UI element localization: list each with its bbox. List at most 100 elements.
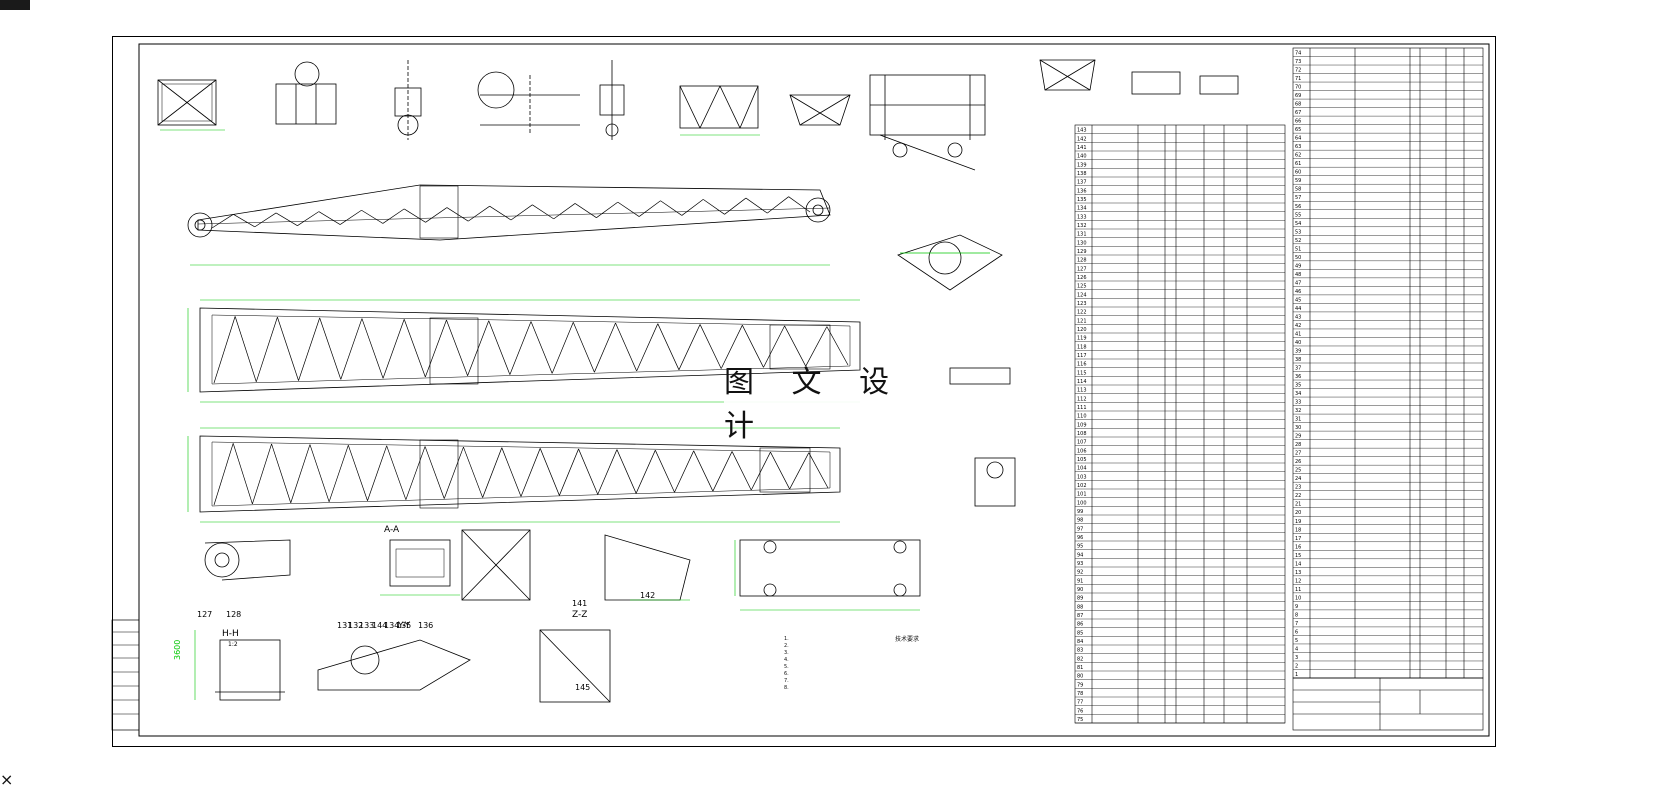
bom-row-number: 105: [1077, 457, 1087, 463]
bom-row-number: 130: [1077, 240, 1087, 246]
bom-row-number: 48: [1295, 272, 1301, 278]
bom-row-number: 40: [1295, 340, 1301, 346]
note-line-3: 3.: [784, 650, 789, 656]
bom-row-number: 102: [1077, 483, 1087, 489]
bom-row-numbers: 1431421411401391381371361351341331321311…: [1077, 51, 1301, 723]
bom-row-number: 135: [1077, 197, 1087, 203]
note-line-6: 6.: [784, 671, 789, 677]
bom-row-number: 103: [1077, 474, 1087, 480]
bom-row-number: 68: [1295, 102, 1301, 108]
bom-row-number: 35: [1295, 383, 1301, 389]
bom-row-number: 19: [1295, 519, 1301, 525]
bom-row-number: 109: [1077, 422, 1087, 428]
detail-views-right: [897, 234, 1016, 507]
bom-row-number: 59: [1295, 178, 1301, 184]
bom-row-number: 3: [1295, 655, 1298, 661]
bom-row-number: 27: [1295, 451, 1301, 457]
bottom-views: [204, 529, 921, 703]
bom-row-number: 131: [1077, 232, 1087, 238]
bom-row-number: 99: [1077, 509, 1083, 515]
bom-row-number: 58: [1295, 187, 1301, 193]
bom-row-number: 4: [1295, 646, 1298, 652]
bom-row-number: 98: [1077, 518, 1083, 524]
bom-row-number: 20: [1295, 510, 1301, 516]
bom-row-number: 82: [1077, 656, 1083, 662]
bom-row-number: 14: [1295, 561, 1301, 567]
bom-row-number: 51: [1295, 246, 1301, 252]
bom-row-number: 101: [1077, 492, 1087, 498]
close-icon[interactable]: ×: [0, 770, 14, 789]
bom-row-number: 65: [1295, 127, 1301, 133]
bom-row-number: 100: [1077, 500, 1087, 506]
section-views-top: [157, 59, 1239, 171]
bom-row-number: 54: [1295, 221, 1301, 227]
part-number-label: 141: [572, 599, 587, 608]
bom-row-number: 43: [1295, 314, 1301, 320]
bom-row-number: 67: [1295, 110, 1301, 116]
bom-row-number: 23: [1295, 485, 1301, 491]
bom-row-number: 44: [1295, 306, 1301, 312]
note-line-4: 4.: [784, 657, 789, 663]
bom-row-number: 83: [1077, 648, 1083, 654]
bom-row-number: 10: [1295, 595, 1301, 601]
bom-row-number: 137: [1077, 180, 1087, 186]
bom-row-number: 127: [1077, 266, 1087, 272]
boom-plan-view: [199, 307, 861, 393]
part-number-label: 131: [337, 621, 352, 630]
left-title-strip: [111, 619, 140, 731]
bom-row-number: 138: [1077, 171, 1087, 177]
bom-row-number: 110: [1077, 414, 1087, 420]
bom-row-number: 71: [1295, 76, 1301, 82]
part-number-label: 145: [575, 683, 590, 692]
bom-row-number: 42: [1295, 323, 1301, 329]
bom-row-number: 128: [1077, 258, 1087, 264]
bom-row-number: 116: [1077, 362, 1087, 368]
bom-row-number: 77: [1077, 700, 1083, 706]
bom-row-number: 78: [1077, 691, 1083, 697]
part-number-label: 134: [384, 621, 399, 630]
bom-row-number: 32: [1295, 408, 1301, 414]
note-line-5: 5.: [784, 664, 789, 670]
bom-row-number: 133: [1077, 214, 1087, 220]
bom-row-number: 119: [1077, 336, 1087, 342]
part-number-label: 132: [348, 621, 363, 630]
bom-row-number: 26: [1295, 459, 1301, 465]
bom-row-number: 107: [1077, 440, 1087, 446]
bom-row-number: 25: [1295, 468, 1301, 474]
bom-row-number: 118: [1077, 344, 1087, 350]
bom-row-number: 73: [1295, 59, 1301, 65]
part-number-label: 142: [640, 591, 655, 600]
bom-row-number: 45: [1295, 297, 1301, 303]
bom-row-number: 121: [1077, 318, 1087, 324]
bom-row-number: 84: [1077, 639, 1083, 645]
bom-row-number: 87: [1077, 613, 1083, 619]
bom-row-number: 140: [1077, 154, 1087, 160]
bom-row-number: 39: [1295, 348, 1301, 354]
bom-row-number: 18: [1295, 527, 1301, 533]
bom-row-number: 97: [1077, 526, 1083, 532]
bom-row-number: 6: [1295, 629, 1298, 635]
bom-row-number: 50: [1295, 255, 1301, 261]
bom-row-number: 11: [1295, 587, 1301, 593]
section-label-aa: A-A: [384, 525, 400, 535]
bom-row-number: 28: [1295, 442, 1301, 448]
part-number-label: 136: [418, 621, 433, 630]
bom-row-number: 24: [1295, 476, 1301, 482]
bom-row-number: 63: [1295, 144, 1301, 150]
watermark-text: 图 文 设 计: [724, 365, 944, 444]
part-number-label: 133: [359, 621, 374, 630]
bom-row-number: 79: [1077, 682, 1083, 688]
corner-tab: [0, 0, 30, 10]
bom-row-number: 112: [1077, 396, 1087, 402]
bom-row-number: 33: [1295, 400, 1301, 406]
bom-row-number: 66: [1295, 119, 1301, 125]
bom-row-number: 46: [1295, 289, 1301, 295]
bom-row-number: 108: [1077, 431, 1087, 437]
bom-row-number: 88: [1077, 604, 1083, 610]
bom-row-number: 90: [1077, 587, 1083, 593]
bom-row-number: 72: [1295, 68, 1301, 74]
bom-row-number: 122: [1077, 310, 1087, 316]
note-line-8: 8.: [784, 685, 789, 691]
bom-row-number: 9: [1295, 604, 1298, 610]
